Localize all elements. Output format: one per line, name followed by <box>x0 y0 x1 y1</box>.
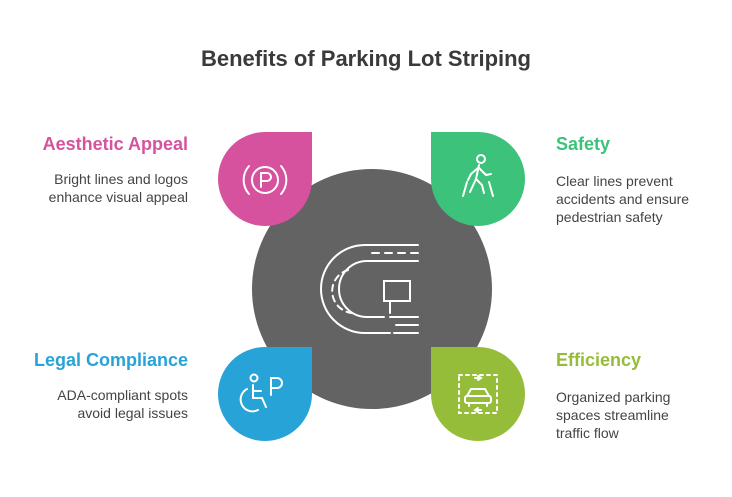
legal-petal <box>218 347 312 441</box>
safety-desc-line-3: pedestrian safety <box>556 209 663 225</box>
page-title: Benefits of Parking Lot Striping <box>200 46 531 71</box>
aesthetic-desc: Bright lines and logos enhance visual ap… <box>49 170 188 206</box>
safety-desc-line-2: accidents and ensure <box>556 191 690 207</box>
legal-desc-line-1: ADA-compliant spots <box>57 387 188 403</box>
aesthetic-desc-line-2: enhance visual appeal <box>48 189 188 205</box>
efficiency-label: Efficiency <box>556 350 642 370</box>
efficiency-desc-line-2: spaces streamline <box>556 407 669 423</box>
accessible-parking-icon <box>239 373 283 413</box>
safety-desc-line-1: Clear lines prevent <box>556 173 673 189</box>
safety-petal <box>431 132 525 226</box>
aesthetic-desc-line-1: Bright lines and logos <box>54 171 188 187</box>
efficiency-desc-line-1: Organized parking <box>556 389 671 405</box>
legal-label: Legal Compliance <box>33 350 188 370</box>
efficiency-petal <box>431 347 525 441</box>
legal-desc-line-2: avoid legal issues <box>77 405 188 421</box>
car-space-icon <box>458 374 498 414</box>
pedestrian-crossing-icon <box>462 154 494 197</box>
efficiency-desc-line-3: traffic flow <box>556 425 619 441</box>
aesthetic-petal <box>218 132 312 226</box>
safety-desc: Clear lines prevent accidents and ensure… <box>556 172 689 226</box>
legal-desc: ADA-compliant spots avoid legal issues <box>57 386 188 422</box>
aesthetic-label: Aesthetic Appeal <box>42 134 188 154</box>
parking-brake-icon <box>242 165 288 195</box>
parking-road-icon <box>320 244 419 334</box>
safety-label: Safety <box>556 134 611 154</box>
efficiency-desc: Organized parking spaces streamline traf… <box>556 388 670 442</box>
